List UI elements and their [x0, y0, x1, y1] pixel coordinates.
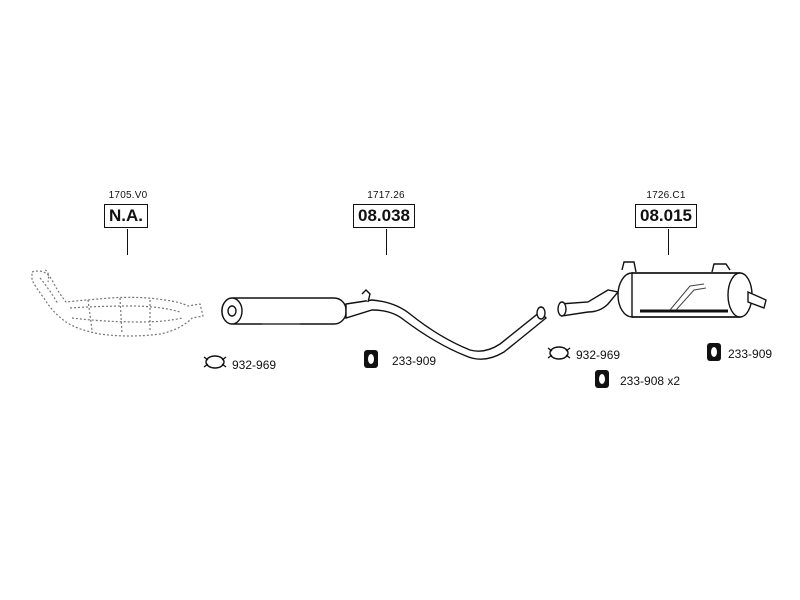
oe-number-middle: 1717.26: [367, 190, 405, 201]
fitting-label-mount-pair[interactable]: 233-908 x2: [620, 374, 681, 388]
fitting-label-clamp-front[interactable]: 932-969: [232, 358, 277, 372]
rubber-mount-icon: [707, 343, 721, 361]
leader-line-middle: [386, 229, 387, 255]
fitting-label-mount-middle[interactable]: 233-909: [392, 354, 437, 368]
clamp-icon: [547, 346, 571, 360]
middle-silencer: [221, 289, 548, 360]
rubber-mount-icon: [364, 350, 378, 368]
front-pipe-ghost: [31, 269, 204, 337]
oe-number-front: 1705.V0: [108, 190, 148, 201]
rear-silencer: [557, 261, 767, 318]
leader-line-front: [127, 229, 128, 255]
clamp-icon: [203, 355, 227, 369]
part-number-box-front[interactable]: N.A.: [104, 204, 148, 228]
fitting-label-clamp-rear[interactable]: 932-969: [576, 348, 621, 362]
leader-line-rear: [668, 229, 669, 255]
fitting-label-mount-rear[interactable]: 233-909: [728, 347, 773, 361]
part-number-box-middle[interactable]: 08.038: [353, 204, 415, 228]
oe-number-rear: 1726.C1: [646, 190, 686, 201]
part-number-box-rear[interactable]: 08.015: [635, 204, 697, 228]
rubber-mount-icon: [595, 370, 609, 388]
